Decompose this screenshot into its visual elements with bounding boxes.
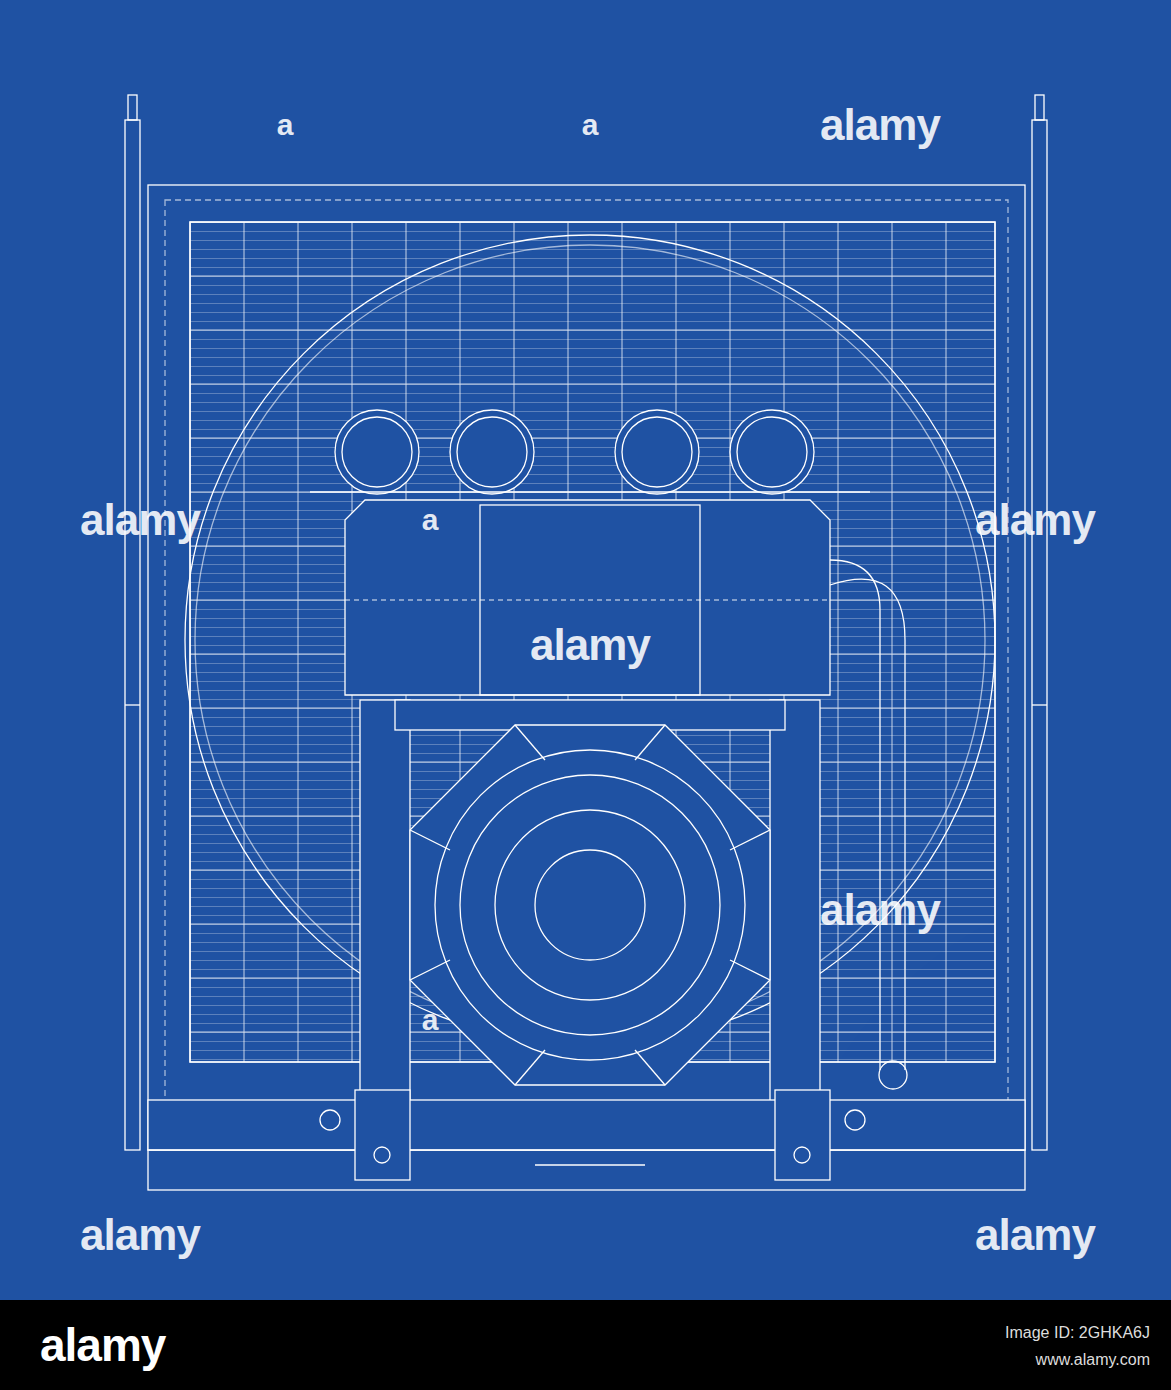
watermark: alamy <box>80 495 200 545</box>
watermark: a <box>277 108 294 142</box>
watermark: alamy <box>975 495 1095 545</box>
watermark: alamy <box>820 100 940 150</box>
watermark: alamy <box>975 1210 1095 1260</box>
image-info: www.alamy.com <box>1036 1351 1150 1369</box>
brand-logo: alamy <box>40 1318 165 1372</box>
watermark: a <box>422 1003 439 1037</box>
watermark: alamy <box>820 885 940 935</box>
watermark: a <box>422 503 439 537</box>
watermark: a <box>582 108 599 142</box>
watermark: alamy <box>530 620 650 670</box>
image-info: Image ID: 2GHKA6J <box>1005 1324 1150 1342</box>
watermark: alamy <box>80 1210 200 1260</box>
